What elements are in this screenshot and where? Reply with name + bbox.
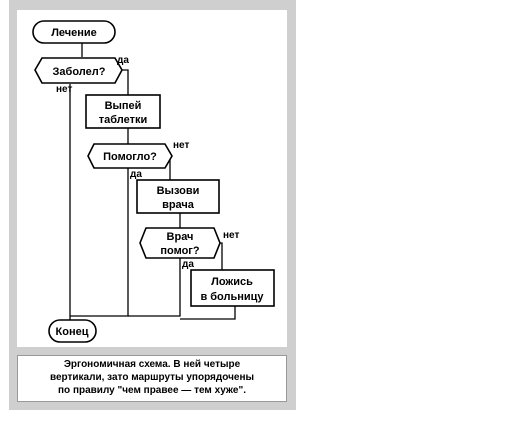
q1-label: Заболел? [53,66,106,78]
end-label: Конец [56,326,89,338]
q2-yes-label: да [130,169,142,180]
q3-line1: Врач [167,231,194,243]
caption-line-2: вертикали, зато маршруты упорядочены [49,372,255,383]
hospital-line2: в больницу [200,291,264,303]
q3-yes-label: да [182,259,194,270]
start-terminal [32,20,116,44]
caption-line-3: по правилу "чем правее — тем хуже". [58,385,246,396]
decision-q1 [34,57,123,84]
action-take-pills [85,94,161,129]
connector-q1-no [50,84,71,331]
take-pills-line1: Выпей [105,100,142,112]
q2-label: Помогло? [103,151,157,163]
action-call-doctor [136,179,220,214]
caption-line-1: Эргономичная схема. В ней четыре [63,359,241,370]
start-label: Лечение [51,27,97,39]
caption: Эргономичная схема. В ней четыре вертика… [17,355,287,402]
call-doctor-line2: врача [162,199,195,211]
call-doctor-line1: Вызови [157,185,200,197]
connector-q3-yes [128,256,181,317]
take-pills-line2: таблетки [99,114,148,126]
decision-q3 [139,227,221,259]
connector-q2-yes [70,165,129,317]
q1-no-label: нет [56,84,72,95]
hospital-line1: Ложись [211,276,253,288]
action-go-to-hospital [190,269,275,307]
q2-no-label: нет [173,140,189,151]
q1-yes-label: да [117,55,129,66]
q3-no-label: нет [223,230,239,241]
decision-q2 [87,143,173,169]
connector-a3-end [180,306,236,320]
q3-line2: помог? [160,245,200,257]
end-terminal [48,319,97,343]
